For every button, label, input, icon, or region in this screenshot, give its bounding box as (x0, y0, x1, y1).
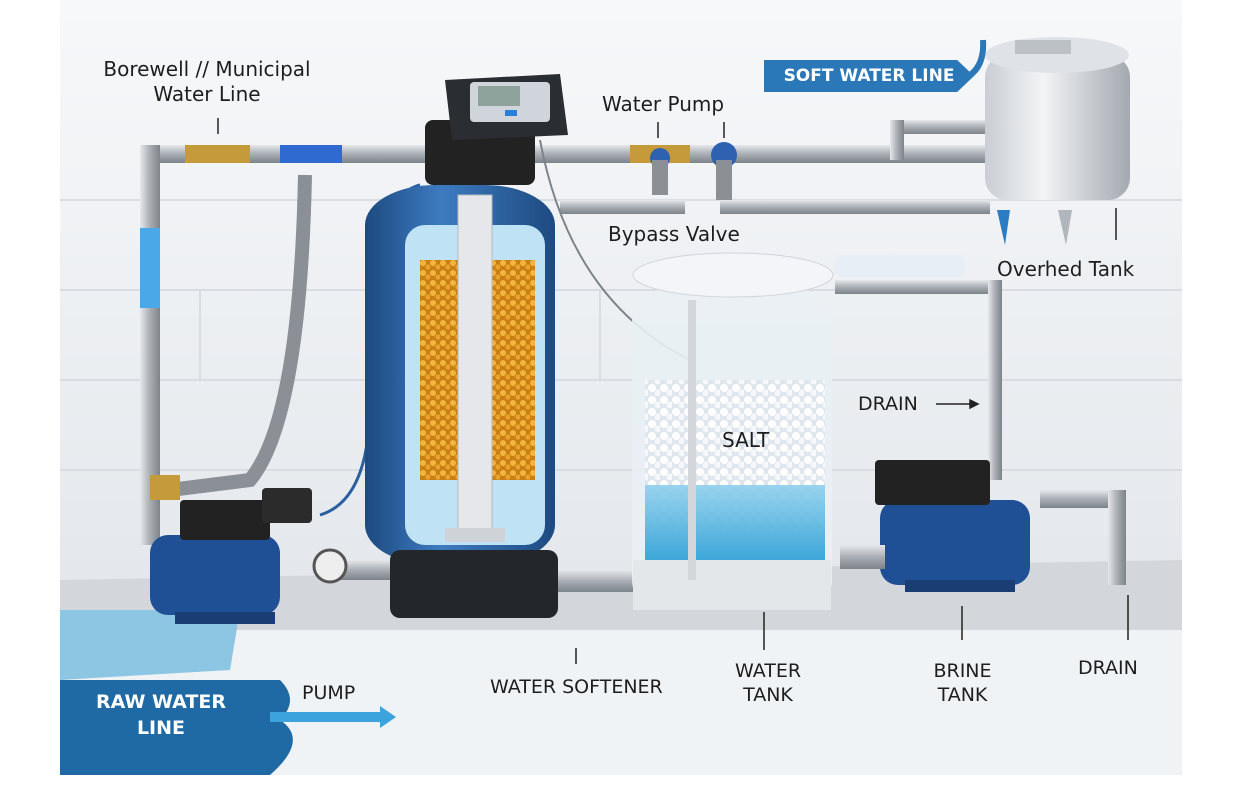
label-overhead-tank: Overhed Tank (997, 257, 1135, 281)
display-screen (478, 86, 520, 106)
label-salt: SALT (722, 428, 770, 452)
flow-arrow (270, 706, 396, 728)
brine-pump-icon[interactable] (840, 460, 1030, 592)
label-water-softener: WATER SOFTENER (490, 676, 663, 698)
label-borewell-line2: Water Line (153, 82, 261, 106)
bypass-valve-icon[interactable] (650, 142, 737, 200)
label-raw-water-line1: RAW WATER (96, 691, 226, 713)
label-drain-upper: DRAIN (858, 393, 918, 415)
pipes (140, 120, 1126, 592)
overhead-tank (985, 37, 1130, 245)
control-button (505, 110, 517, 116)
label-raw-water-line: RAW WATER LINE (96, 690, 226, 741)
pressure-gauge-icon (312, 548, 348, 584)
label-water-tank-line1: WATER (734, 660, 802, 682)
feed-pump-icon[interactable] (150, 488, 348, 624)
label-bypass-valve: Bypass Valve (608, 222, 740, 246)
water-softener-tank (365, 185, 558, 618)
label-brine-tank-line1: BRINE (933, 660, 992, 682)
raw-water-pool (60, 610, 240, 680)
brine-tank (632, 252, 834, 610)
label-pump: PUMP (302, 682, 356, 704)
label-water-pump: Water Pump (602, 92, 725, 116)
label-drain-lower: DRAIN (1078, 657, 1138, 679)
label-borewell-line1: Borewell // Municipal (103, 57, 311, 81)
control-valve-head[interactable] (425, 74, 568, 185)
label-water-tank-line2: TANK (743, 683, 793, 706)
label-raw-water-line2: LINE (136, 716, 186, 739)
brine-tank-lid (835, 255, 965, 277)
label-brine-tank-line2: TANK (937, 683, 988, 706)
raw-water-stream (60, 680, 293, 775)
label-soft-water-line: SOFT WATER LINE (764, 60, 974, 92)
